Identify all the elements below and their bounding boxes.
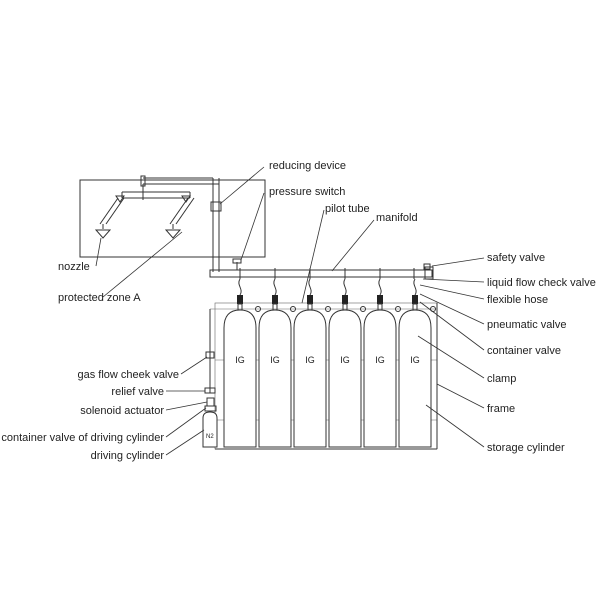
nozzle-piping <box>94 184 195 239</box>
driving-cylinder: N2 <box>202 397 218 448</box>
cylinder-label: IG <box>410 355 420 365</box>
protected-zone-box <box>79 179 266 258</box>
storage-cylinder: IG <box>223 278 261 448</box>
label-driving-cylinder: driving cylinder <box>91 450 165 462</box>
cylinder-label: IG <box>270 355 280 365</box>
cylinder-body <box>363 309 397 448</box>
check-valve-ticks <box>239 268 415 279</box>
supply-pipe <box>140 175 220 272</box>
label-protected-zone: protected zone A <box>58 292 141 304</box>
label-flexible-hose: flexible hose <box>487 294 548 306</box>
pressure-switch <box>232 258 242 270</box>
container-valve <box>237 295 243 304</box>
cylinder-label: IG <box>375 355 385 365</box>
nozzle-right <box>164 229 182 239</box>
flexible-hose <box>378 278 382 296</box>
label-frame: frame <box>487 403 515 415</box>
container-valve <box>307 295 313 304</box>
clamp <box>290 306 296 312</box>
label-relief-valve: relief valve <box>111 386 164 398</box>
cylinder-body <box>223 309 257 448</box>
label-liquid-flow-check-valve: liquid flow check valve <box>487 277 596 289</box>
storage-cylinder: IG <box>328 278 366 448</box>
flexible-hose <box>308 278 312 296</box>
nozzle-left <box>94 229 112 239</box>
container-valve <box>272 295 278 304</box>
label-safety-valve: safety valve <box>487 252 545 264</box>
flexible-hose <box>343 278 347 296</box>
label-container-valve-driving: container valve of driving cylinder <box>1 432 164 444</box>
leader-lines <box>95 166 485 456</box>
label-pressure-switch: pressure switch <box>269 186 345 198</box>
clamp <box>360 306 366 312</box>
clamp <box>325 306 331 312</box>
storage-cylinders: IG IG IG IG IG IG <box>223 278 436 448</box>
gas-flow-check-valve <box>205 351 215 359</box>
container-valve <box>412 295 418 304</box>
label-clamp: clamp <box>487 373 516 385</box>
label-pneumatic-valve: pneumatic valve <box>487 319 567 331</box>
cylinder-body <box>258 309 292 448</box>
cylinder-label: IG <box>305 355 315 365</box>
clamp <box>255 306 261 312</box>
cylinder-body <box>398 309 432 448</box>
label-solenoid-actuator: solenoid actuator <box>80 405 164 417</box>
relief-valve <box>204 387 216 394</box>
cylinder-body <box>293 309 327 448</box>
pilot-tube <box>209 308 437 393</box>
label-pilot-tube: pilot tube <box>325 203 370 215</box>
storage-cylinder: IG <box>363 278 401 448</box>
manifold-pipe <box>209 266 434 280</box>
cylinder-label: IG <box>235 355 245 365</box>
label-storage-cylinder: storage cylinder <box>487 442 565 454</box>
storage-cylinder: IG <box>258 278 296 448</box>
clamp <box>395 306 401 312</box>
label-reducing-device: reducing device <box>269 160 346 172</box>
label-manifold: manifold <box>376 212 418 224</box>
label-container-valve: container valve <box>487 345 561 357</box>
label-gas-flow-check-valve: gas flow cheek valve <box>78 369 180 381</box>
flexible-hose <box>273 278 277 296</box>
driving-cylinder-mark: N2 <box>206 434 214 440</box>
container-valve <box>377 295 383 304</box>
storage-cylinder: IG <box>398 278 436 448</box>
cylinder-body <box>328 309 362 448</box>
cylinder-label: IG <box>340 355 350 365</box>
reducing-device <box>210 201 222 212</box>
safety-valve <box>423 263 431 270</box>
container-valve <box>342 295 348 304</box>
flexible-hose <box>413 278 417 296</box>
storage-cylinder: IG <box>293 278 331 448</box>
label-nozzle: nozzle <box>58 261 90 273</box>
flexible-hose <box>238 278 242 296</box>
